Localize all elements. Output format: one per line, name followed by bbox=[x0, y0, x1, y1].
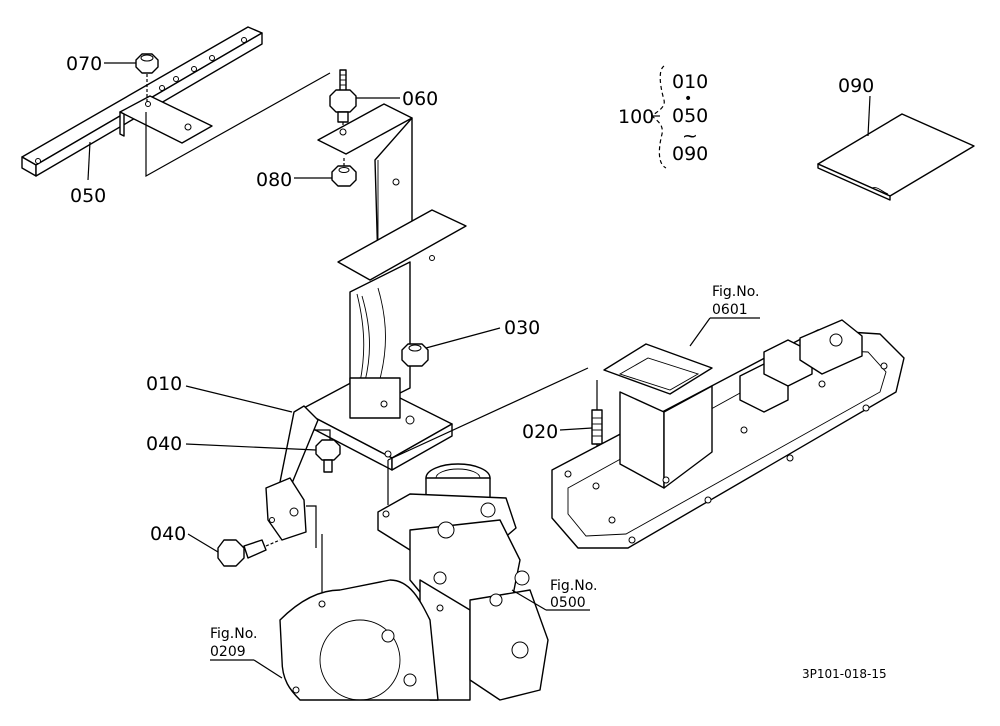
set-group-last: 090 bbox=[672, 143, 708, 165]
callout-100: 100 bbox=[618, 106, 654, 128]
callout-010: 010 bbox=[146, 373, 182, 395]
set-group-first: 010 bbox=[672, 71, 708, 93]
callout-060: 060 bbox=[402, 88, 438, 110]
part-060-stud bbox=[329, 69, 357, 132]
part-070-nut bbox=[135, 53, 159, 104]
fig-ref-0500-label: Fig.No. bbox=[550, 578, 598, 594]
drawing-code: 3P101-018-15 bbox=[802, 667, 887, 681]
thermostat-housing bbox=[377, 463, 549, 701]
set-bracket bbox=[651, 65, 667, 169]
callout-090: 090 bbox=[838, 75, 874, 97]
part-080-nut bbox=[331, 158, 357, 187]
leader-lines bbox=[87, 62, 871, 679]
fig-ref-0601-label: Fig.No. bbox=[712, 284, 760, 300]
part-030-nut bbox=[401, 343, 429, 367]
set-group-mid: 050 bbox=[672, 105, 708, 127]
fig-ref-0601-number: 0601 bbox=[712, 302, 748, 318]
callout-050: 050 bbox=[70, 185, 106, 207]
part-040-bolt-upper bbox=[315, 439, 341, 473]
set-group-tilde: ~ bbox=[682, 125, 698, 147]
fig-ref-0209-label: Fig.No. bbox=[210, 626, 258, 642]
callout-030: 030 bbox=[504, 317, 540, 339]
callout-080: 080 bbox=[256, 169, 292, 191]
exhaust-manifold bbox=[551, 319, 905, 549]
set-group-dot: • bbox=[684, 91, 692, 107]
part-040-bolt-lower bbox=[217, 539, 281, 567]
part-090-sheet bbox=[817, 113, 975, 201]
part-010-stay bbox=[265, 405, 323, 600]
main-bracket bbox=[299, 103, 589, 505]
callout-020: 020 bbox=[522, 421, 558, 443]
callout-040-lower: 040 bbox=[150, 523, 186, 545]
part-050-bar bbox=[21, 26, 331, 178]
callout-040-upper: 040 bbox=[146, 433, 182, 455]
gear-case bbox=[279, 579, 439, 701]
fig-ref-0209-number: 0209 bbox=[210, 644, 246, 660]
callout-070: 070 bbox=[66, 53, 102, 75]
fig-ref-0500-number: 0500 bbox=[550, 595, 586, 611]
